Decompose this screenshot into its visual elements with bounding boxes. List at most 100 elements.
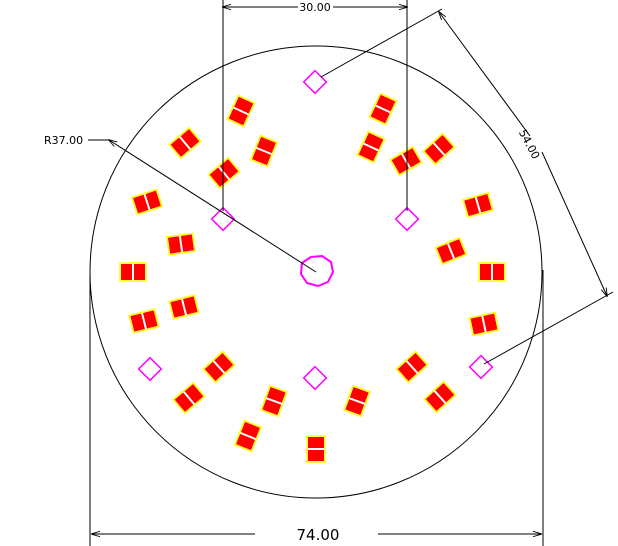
pad-segment [464, 197, 480, 216]
led-pad [395, 350, 429, 384]
pad-segment [204, 361, 224, 381]
led-pad [389, 145, 423, 177]
pad-segment [145, 190, 161, 210]
pad-segment [130, 313, 145, 332]
led-pad [368, 92, 398, 126]
pad-segment [170, 299, 185, 318]
led-pad [260, 384, 288, 418]
pad-segment [180, 129, 200, 149]
pad-segment [425, 391, 445, 411]
pad-outline [368, 92, 398, 126]
pad-segment [434, 135, 454, 155]
marker-lower-left [137, 356, 163, 382]
pad-outline [356, 130, 386, 164]
pad-segment [448, 239, 466, 259]
led-pad [226, 94, 256, 128]
pad-outline [172, 381, 206, 415]
pad-segment [476, 194, 492, 213]
pad-outline [306, 435, 326, 463]
pad-segment [397, 361, 417, 381]
pad-segment [407, 353, 427, 373]
pad-segment [180, 234, 194, 252]
board-outline-circle [89, 45, 543, 499]
pad-outline [395, 350, 429, 384]
pad-outline [478, 262, 506, 282]
pad-segment [170, 137, 190, 157]
pad-outline [207, 156, 241, 190]
radius-label: R37.00 [44, 134, 83, 147]
led-pad [249, 134, 279, 168]
marker-left [210, 206, 236, 232]
pad-segment [234, 96, 254, 114]
marker-top [302, 69, 328, 95]
pad-segment [183, 296, 198, 315]
top-width-label: 30.00 [299, 1, 331, 14]
led-pad [119, 262, 147, 282]
pad-outline [434, 236, 468, 266]
pad-segment [121, 264, 132, 280]
pad-outline [260, 384, 288, 418]
led-pad [423, 380, 457, 414]
pad-segment [345, 399, 365, 416]
led-pad [207, 156, 241, 190]
pad-segment [134, 264, 145, 280]
pad-outline [168, 126, 202, 160]
pad-segment [391, 154, 410, 174]
led-pad [128, 308, 160, 334]
pad-segment [174, 392, 194, 412]
pad-segment [470, 316, 485, 335]
pad-segment [143, 310, 158, 329]
led-pads [119, 92, 506, 463]
pad-segment [262, 399, 282, 416]
pad-segment [133, 194, 149, 214]
pad-segment [236, 433, 256, 451]
led-pad [343, 384, 371, 418]
led-pad [168, 126, 202, 160]
pad-segment [483, 313, 498, 332]
pad-segment [493, 264, 504, 280]
pad-outline [130, 188, 164, 216]
pad-segment [358, 144, 378, 162]
pad-segment [266, 386, 286, 403]
led-pad [356, 130, 386, 164]
overall-width-label: 74.00 [297, 526, 340, 544]
pad-outline [389, 145, 423, 177]
led-pad [422, 132, 456, 166]
pad-outline [468, 311, 500, 337]
led-pad [478, 262, 506, 282]
pad-segment [480, 264, 491, 280]
top-width-dimension: 30.00 [223, 0, 407, 211]
pad-segment [308, 437, 324, 448]
led-pad [462, 191, 494, 219]
led-pad [306, 435, 326, 463]
marker-lower-right [468, 354, 494, 380]
pad-segment [349, 386, 369, 403]
led-pad [434, 236, 468, 266]
pad-outline [422, 132, 456, 166]
pad-outline [202, 350, 236, 384]
pad-segment [209, 167, 229, 187]
pad-segment [240, 421, 260, 439]
diagonal-label: 54.00 [516, 127, 542, 161]
pad-outline [119, 262, 147, 282]
pad-outline [128, 308, 160, 334]
pad-outline [233, 419, 263, 453]
led-pad [166, 232, 196, 256]
led-pad [172, 381, 206, 415]
pad-segment [376, 94, 396, 112]
pad-segment [228, 108, 248, 126]
led-pad [468, 311, 500, 337]
center-hole-octagon [299, 254, 335, 288]
pad-outline [423, 380, 457, 414]
led-pad [168, 294, 200, 320]
pad-segment [436, 243, 454, 263]
led-pad [130, 188, 164, 216]
overall-width-dimension: 74.00 [89, 270, 544, 546]
pad-segment [370, 106, 390, 124]
radius-dimension: R37.00 [44, 134, 317, 273]
pad-segment [256, 136, 276, 154]
pad-segment [184, 384, 204, 404]
marker-bottom [302, 365, 328, 391]
pad-segment [308, 450, 324, 461]
